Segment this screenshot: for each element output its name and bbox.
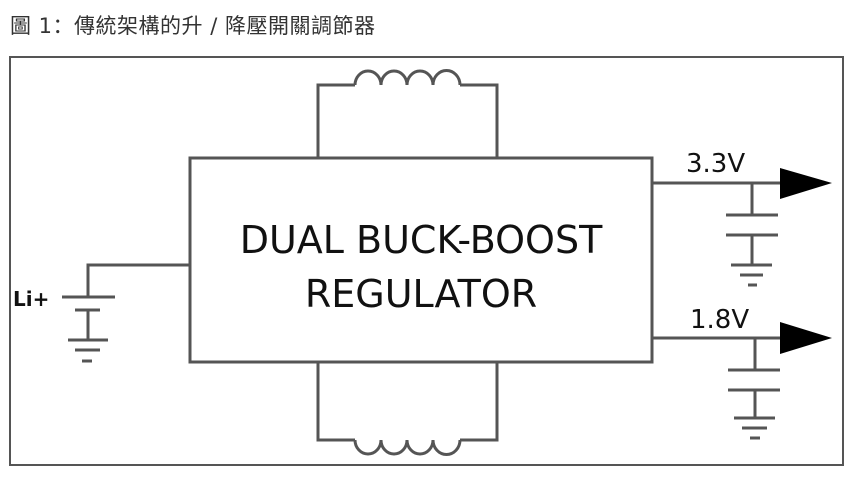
input-label: Li+ (13, 287, 49, 311)
output-3v3-arrow (780, 168, 832, 199)
output1-label: 3.3V (686, 149, 745, 179)
regulator-label-line2: REGULATOR (305, 272, 537, 316)
output-3v3-wire (652, 181, 785, 287)
regulator-label-line1: DUAL BUCK-BOOST (240, 218, 603, 262)
output-1v8-arrow (780, 322, 832, 354)
regulator-block (188, 156, 654, 364)
bottom-inductor (316, 362, 499, 456)
output-1v8-wire (652, 336, 785, 440)
figure-caption: 圖 1：傳統架構的升 / 降壓開關調節器 (10, 14, 376, 38)
top-inductor (316, 69, 499, 158)
diagram-frame (9, 56, 844, 466)
battery-symbol (62, 263, 190, 363)
output2-label: 1.8V (690, 305, 749, 335)
